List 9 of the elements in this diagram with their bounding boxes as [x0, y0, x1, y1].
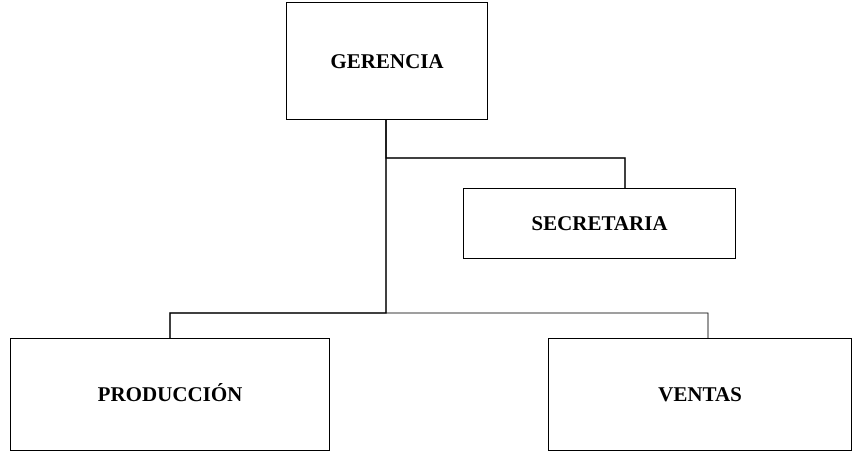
org-box — [548, 338, 852, 451]
org-box — [463, 188, 736, 259]
box-label: VENTAS — [658, 382, 742, 407]
box-label: GERENCIA — [330, 48, 444, 74]
box-label: PRODUCCIÓN — [98, 382, 242, 407]
box-label: SECRETARIA — [531, 211, 668, 236]
connector-line — [169, 120, 387, 338]
org-box — [286, 2, 488, 120]
org-box — [10, 338, 330, 451]
